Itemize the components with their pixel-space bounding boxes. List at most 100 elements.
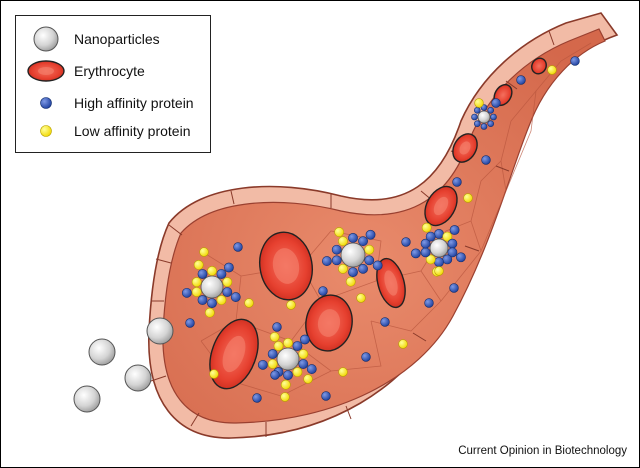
- high-affinity-protein: [197, 295, 208, 305]
- high-affinity-protein: [516, 75, 526, 85]
- high-affinity-protein: [358, 236, 368, 247]
- high-affinity-protein-icon: [40, 97, 52, 109]
- free-proteins: [185, 56, 580, 403]
- legend-label: Nanoparticles: [74, 31, 160, 47]
- low-affinity-protein: [338, 367, 348, 377]
- high-affinity-protein: [372, 260, 383, 271]
- high-affinity-protein: [267, 349, 278, 359]
- low-affinity-protein: [204, 307, 215, 318]
- high-affinity-protein: [434, 228, 444, 239]
- low-affinity-protein: [292, 367, 303, 377]
- high-affinity-protein: [490, 113, 497, 121]
- legend-label: Erythrocyte: [74, 63, 145, 79]
- erythrocyte: [376, 257, 406, 309]
- high-affinity-protein: [410, 248, 421, 259]
- high-affinity-protein: [365, 229, 376, 240]
- high-affinity-protein: [449, 225, 460, 235]
- low-affinity-protein: [267, 359, 278, 369]
- nanoparticle: [340, 242, 366, 268]
- high-affinity-protein: [197, 269, 208, 279]
- high-affinity-protein: [456, 252, 466, 263]
- low-affinity-protein: [191, 287, 202, 297]
- low-affinity-protein: [434, 266, 444, 276]
- low-affinity-protein: [193, 260, 204, 270]
- low-affinity-protein: [463, 193, 473, 203]
- high-affinity-protein: [481, 155, 491, 165]
- low-affinity-protein: [345, 276, 356, 287]
- low-affinity-protein: [209, 369, 219, 379]
- low-affinity-protein: [280, 392, 290, 402]
- high-affinity-protein: [348, 232, 358, 243]
- high-affinity-protein: [348, 267, 358, 277]
- low-affinity-protein: [283, 337, 293, 348]
- high-affinity-protein: [434, 257, 444, 267]
- low-affinity-protein: [425, 254, 436, 265]
- high-affinity-protein: [447, 238, 458, 249]
- low-affinity-protein: [216, 295, 227, 305]
- low-affinity-protein: [222, 277, 233, 287]
- high-affinity-protein: [270, 370, 280, 380]
- nanoparticle: [477, 110, 491, 124]
- low-affinity-protein-icon: [40, 125, 52, 137]
- high-affinity-protein: [358, 263, 368, 274]
- low-affinity-protein: [338, 263, 348, 274]
- nanoparticle: [276, 347, 300, 371]
- legend: Nanoparticles Erythrocyte High affinity …: [15, 15, 211, 153]
- low-affinity-protein: [547, 65, 557, 75]
- high-affinity-protein: [321, 256, 332, 266]
- low-affinity-protein: [207, 265, 217, 276]
- high-affinity-protein: [252, 393, 262, 403]
- erythrocyte: [452, 133, 478, 163]
- high-affinity-protein: [257, 359, 268, 370]
- high-affinity-protein: [298, 359, 309, 369]
- low-affinity-protein: [269, 332, 280, 342]
- high-affinity-protein: [480, 123, 488, 130]
- high-affinity-protein: [283, 370, 293, 380]
- protein-corona: [181, 260, 241, 318]
- high-affinity-protein: [380, 317, 390, 327]
- high-affinity-protein: [207, 298, 217, 308]
- high-affinity-protein: [331, 244, 342, 255]
- legend-label: High affinity protein: [74, 95, 194, 111]
- nanoparticle: [73, 385, 101, 413]
- high-affinity-protein: [321, 391, 331, 401]
- low-affinity-protein: [356, 293, 366, 303]
- high-affinity-protein: [306, 364, 317, 374]
- high-affinity-protein: [181, 287, 192, 298]
- high-affinity-protein: [487, 106, 495, 114]
- high-affinity-protein: [447, 247, 458, 258]
- low-affinity-protein: [474, 98, 484, 108]
- low-affinity-protein: [298, 349, 309, 359]
- legend-label: Low affinity protein: [74, 123, 191, 139]
- high-affinity-protein: [424, 298, 434, 308]
- high-affinity-protein: [442, 254, 453, 265]
- figure-credit: Current Opinion in Biotechnology: [458, 445, 627, 457]
- high-affinity-protein: [449, 283, 459, 293]
- high-affinity-protein: [185, 318, 195, 328]
- nanoparticle-icon: [33, 26, 59, 52]
- high-affinity-protein: [216, 269, 227, 279]
- high-affinity-protein: [272, 322, 282, 332]
- low-affinity-protein: [303, 374, 313, 384]
- erythrocyte-icon: [27, 60, 65, 82]
- high-affinity-protein: [230, 292, 241, 302]
- high-affinity-protein: [420, 238, 431, 249]
- erythrocyte: [259, 231, 313, 301]
- low-affinity-protein: [338, 236, 348, 247]
- erythrocyte: [305, 294, 353, 352]
- erythrocyte: [531, 57, 547, 75]
- high-affinity-protein: [331, 255, 342, 266]
- high-affinity-protein: [292, 341, 303, 351]
- high-affinity-protein: [471, 113, 478, 121]
- high-affinity-protein: [420, 247, 431, 258]
- low-affinity-protein: [398, 339, 408, 349]
- high-affinity-protein: [491, 98, 501, 108]
- low-affinity-protein: [273, 341, 284, 351]
- high-affinity-protein: [361, 352, 371, 362]
- high-affinity-protein: [401, 237, 411, 247]
- high-affinity-protein: [223, 262, 234, 273]
- nanoparticle: [146, 317, 174, 345]
- low-affinity-protein: [442, 231, 453, 242]
